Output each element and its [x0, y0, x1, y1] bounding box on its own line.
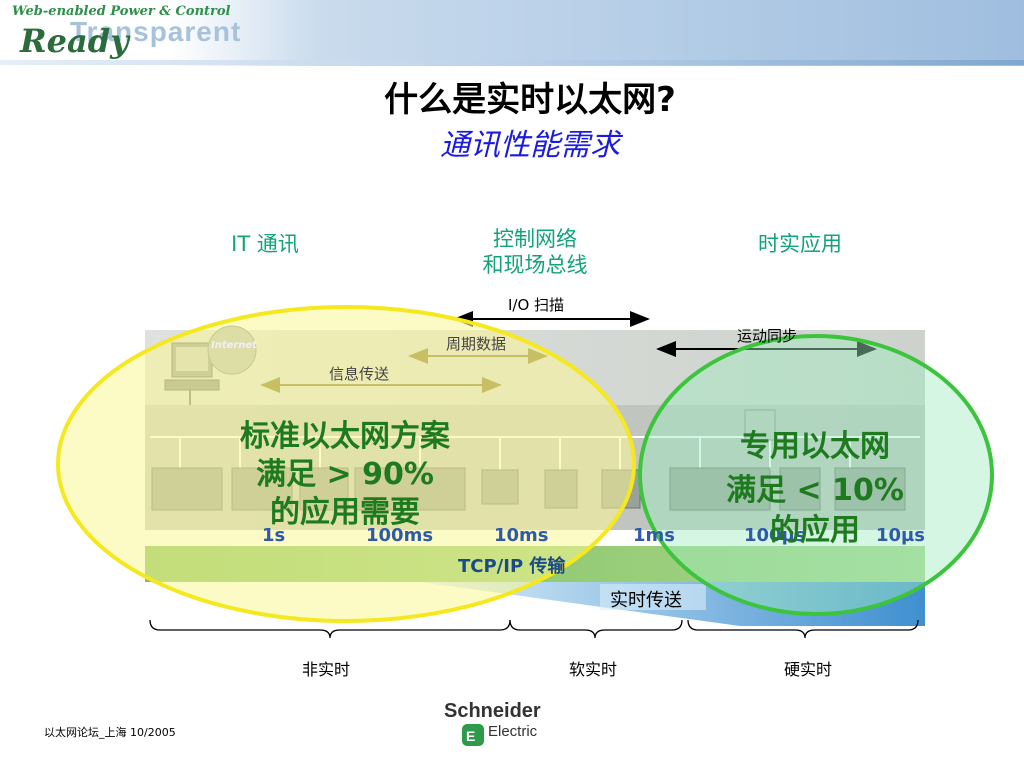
- brand-name: Schneider: [444, 700, 541, 722]
- standard-callout-line3: 的应用需要: [270, 495, 420, 530]
- logo-ready: Ready: [20, 22, 129, 60]
- dedicated-callout-line1: 专用以太网: [740, 429, 890, 464]
- periodic-data-label: 周期数据: [446, 335, 507, 353]
- timescale-tick: 100ms: [366, 525, 434, 546]
- range-hard-realtime: 硬实时: [784, 660, 833, 679]
- info-transfer-label: 信息传送: [329, 365, 390, 383]
- io-scan-label: I/O 扫描: [508, 296, 565, 314]
- brace-hard-realtime: [687, 619, 919, 639]
- standard-ethernet-ellipse: [56, 305, 636, 623]
- timescale-tick: 10µs: [876, 525, 926, 546]
- category-it: IT 通讯: [231, 232, 299, 256]
- dedicated-ethernet-ellipse: [638, 334, 994, 616]
- header-divider: [0, 60, 1024, 65]
- server-icon: [744, 409, 776, 441]
- range-non-realtime: 非实时: [302, 660, 351, 679]
- page-subtitle: 通讯性能需求: [440, 128, 620, 163]
- page-title: 什么是实时以太网?: [384, 80, 676, 120]
- internet-label: Internet: [211, 340, 258, 351]
- brand-subname: Electric: [488, 723, 538, 740]
- footer-text: 以太网论坛_上海 10/2005: [44, 726, 176, 739]
- dedicated-callout-line2: 满足 < 10%: [726, 473, 904, 508]
- category-control-line2: 和现场总线: [482, 253, 588, 277]
- logo-tagline: Web-enabled Power & Control: [12, 4, 231, 19]
- dedicated-callout-line3: 的应用: [770, 513, 860, 548]
- logo-transparent: Transparent: [70, 16, 242, 47]
- tcp-band-label: TCP/IP 传输: [458, 556, 566, 577]
- schneider-logo-icon: E: [462, 724, 484, 746]
- category-control-line1: 控制网络: [493, 227, 577, 251]
- standard-callout-line2: 满足 > 90%: [256, 457, 434, 492]
- realtime-band-label: 实时传送: [610, 590, 682, 611]
- timescale-tick: 1s: [262, 525, 286, 546]
- category-realtime-app: 时实应用: [758, 232, 842, 256]
- range-soft-realtime: 软实时: [569, 660, 618, 679]
- standard-callout-line1: 标准以太网方案: [240, 419, 450, 454]
- svg-text:E: E: [466, 728, 475, 744]
- timescale-tick: 1ms: [633, 525, 675, 546]
- timescale-tick: 100µs: [744, 525, 806, 546]
- timescale-tick: 10ms: [494, 525, 549, 546]
- brace-soft-realtime: [509, 619, 683, 639]
- header-band: [0, 0, 1024, 66]
- brace-non-realtime: [149, 619, 511, 639]
- motion-sync-label: 运动同步: [737, 327, 798, 345]
